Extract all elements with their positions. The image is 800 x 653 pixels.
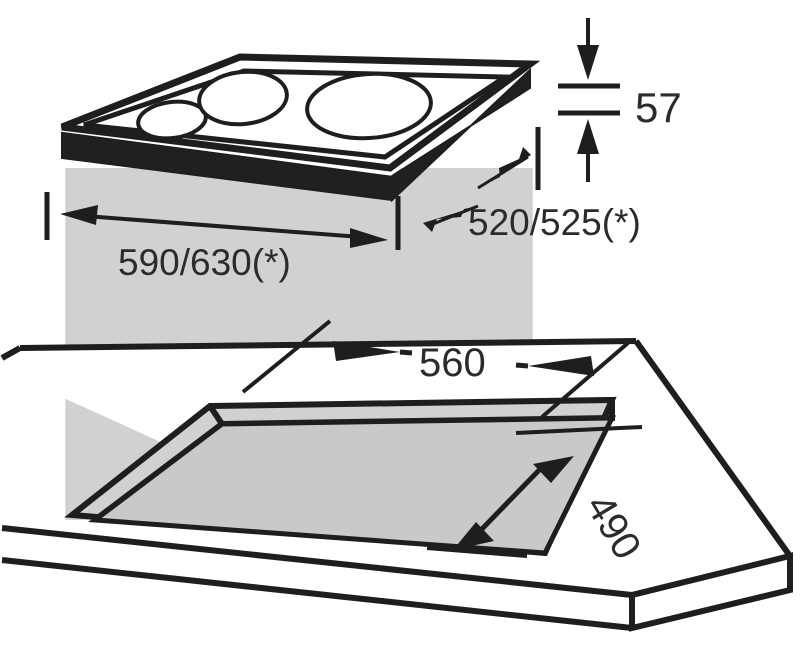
worktop-cutout-opening [64,396,617,557]
dimension-width: 590/630(*) [44,192,401,283]
hob-appliance [59,53,541,203]
dimension-depth-label: 520/525(*) [468,202,641,243]
dimension-cutout-width: 560 [241,319,630,419]
dimension-depth: 520/525(*) [423,127,641,243]
large-burner [305,71,433,141]
dimension-height-label: 57 [635,84,682,131]
dimension-height: 57 [558,18,682,182]
dimension-cutout-width-label: 560 [419,341,486,385]
dimension-width-label: 590/630(*) [118,242,291,283]
medium-burner [197,69,289,127]
